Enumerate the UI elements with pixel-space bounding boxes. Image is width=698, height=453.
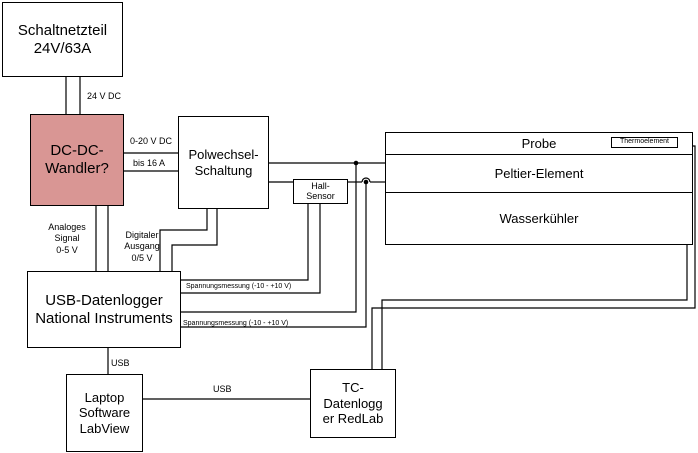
usb-datenlogger-block: USB-Datenlogger National Instruments bbox=[27, 271, 181, 348]
polwechsel-block: Polwechsel- Schaltung bbox=[178, 116, 269, 209]
label-spannungsmessung-2: Spannungsmessung (-10 - +10 V) bbox=[183, 320, 289, 327]
tc-datenlogger-block: TC- Datenlogg er RedLab bbox=[310, 369, 396, 438]
label-usb-tc: USB bbox=[213, 384, 232, 394]
label-spannungsmessung-1: Spannungsmessung (-10 - +10 V) bbox=[186, 283, 292, 290]
wasserkuehler-block: Wasserkühler bbox=[385, 192, 693, 245]
laptop-block: Laptop Software LabView bbox=[66, 374, 143, 452]
label-bis-16a: bis 16 A bbox=[133, 158, 166, 168]
wire-pol-logger-1 bbox=[181, 163, 357, 313]
junction-dot-top bbox=[353, 160, 359, 166]
wire-pol-logger-2 bbox=[181, 182, 367, 328]
label-usb-laptop: USB bbox=[111, 358, 130, 368]
wire-hall-logger-1 bbox=[181, 204, 309, 281]
junction-dot-bottom bbox=[363, 179, 369, 185]
label-digital-output: Digitaler Ausgang 0/5 V bbox=[124, 230, 160, 263]
wire-crossover-a bbox=[361, 177, 371, 183]
label-analog-signal: Analoges Signal 0-5 V bbox=[48, 222, 86, 255]
label-24v-dc: 24 V DC bbox=[87, 91, 122, 101]
thermoelement-block: Thermoelement bbox=[611, 137, 678, 148]
wire-digital-2 bbox=[171, 208, 218, 272]
dcdc-wandler-block: DC-DC- Wandler? bbox=[30, 114, 124, 206]
wire-hall-logger-2 bbox=[181, 204, 321, 294]
schaltnetzteil-block: Schaltnetzteil 24V/63A bbox=[2, 2, 123, 77]
wire-digital-1 bbox=[159, 208, 208, 272]
peltier-block: Peltier-Element bbox=[385, 154, 693, 193]
label-0-20v-dc: 0-20 V DC bbox=[130, 136, 173, 146]
hall-sensor-block: Hall- Sensor bbox=[293, 179, 348, 204]
